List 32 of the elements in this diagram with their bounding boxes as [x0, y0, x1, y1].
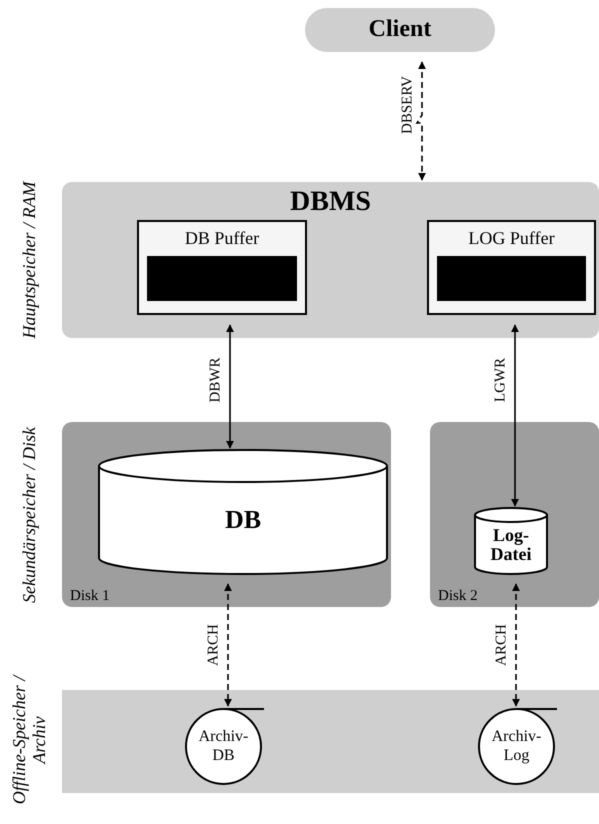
disk-label: Disk 1	[70, 588, 110, 605]
buffer-fill-bar	[437, 256, 586, 301]
arrow	[224, 583, 232, 707]
tier-label: Hauptspeicher / RAM	[20, 182, 40, 338]
buffer-box	[137, 220, 307, 315]
memory-band	[62, 182, 599, 338]
buffer-title: LOG Puffer	[467, 228, 556, 249]
buffer-box	[427, 220, 596, 315]
buffer-fill-bar	[147, 256, 297, 301]
edge-label: LGWR	[492, 356, 510, 404]
node-label: Archiv-Log	[490, 728, 542, 765]
tier-label: Sekundärspeicher / Disk	[20, 427, 40, 603]
arrow	[511, 324, 519, 507]
disk-label: Disk 2	[438, 588, 478, 605]
node-label: Log-Datei	[490, 526, 532, 564]
node-label: Client	[368, 17, 432, 43]
client-box	[305, 8, 495, 52]
edge-label: DBSERV	[400, 75, 416, 136]
arrow	[416, 61, 426, 181]
node-label: Archiv-DB	[198, 728, 250, 765]
buffer-title: DB Puffer	[184, 228, 260, 249]
disk-panel	[62, 422, 391, 607]
arrow	[512, 583, 520, 707]
band-title: DBMS	[289, 186, 372, 218]
edge-label: ARCH	[494, 623, 510, 668]
tier-label: Offline-Speicher / Archiv	[10, 674, 50, 806]
arrow	[226, 324, 234, 449]
disk-panel	[430, 422, 599, 607]
archive-band	[62, 690, 599, 793]
edge-label: DBWR	[208, 356, 224, 404]
node-label: DB	[224, 506, 262, 534]
edge-label: ARCH	[206, 623, 222, 668]
